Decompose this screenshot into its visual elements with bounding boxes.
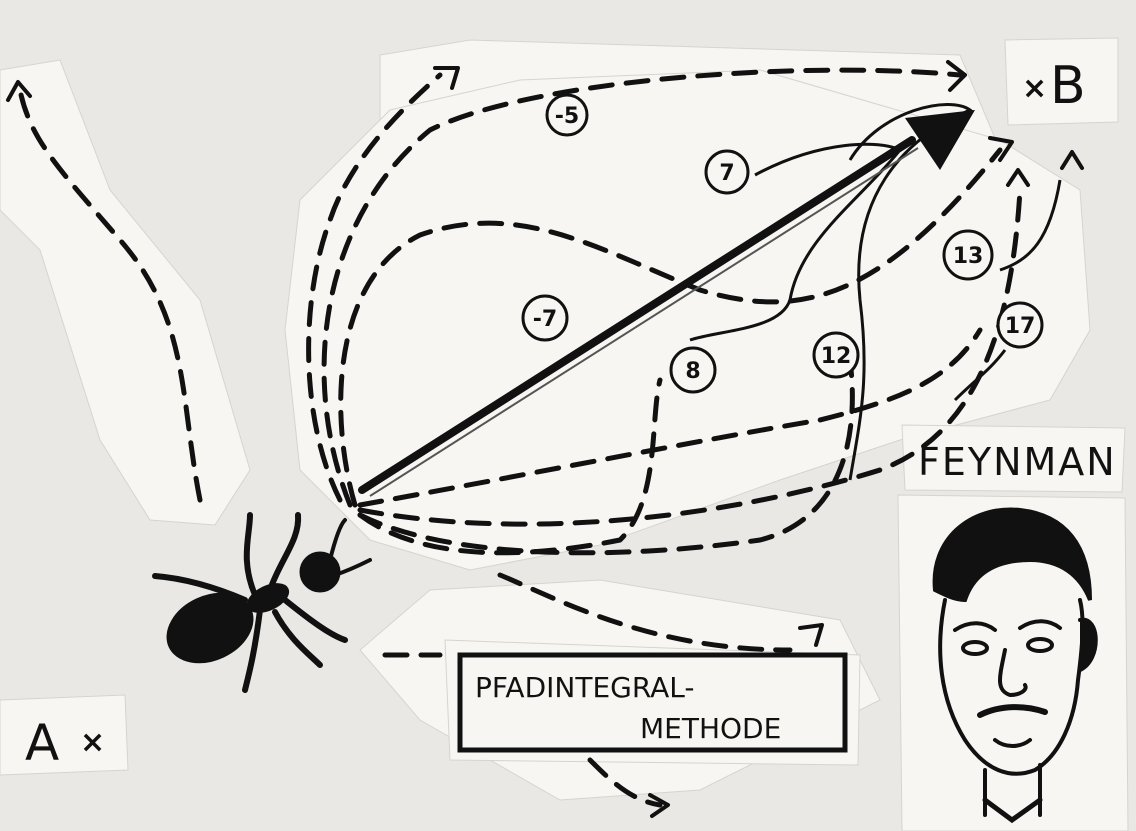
point-b-marker: × <box>1022 71 1047 106</box>
paper-pieces <box>0 38 1128 831</box>
point-a-marker: × <box>80 725 105 760</box>
paper-left-strip <box>0 60 250 525</box>
ant-abdomen <box>156 580 265 676</box>
paper-a-label <box>0 695 128 775</box>
path-number-minus5: -5 <box>555 104 579 129</box>
point-b-label: B <box>1050 56 1086 116</box>
feynman-label: FEYNMAN <box>918 440 1117 484</box>
path-number-7: 7 <box>719 161 734 186</box>
path-number-minus7: -7 <box>533 307 557 332</box>
ant-head <box>300 552 340 592</box>
method-line-2: METHODE <box>640 712 781 745</box>
arrow-head <box>1062 152 1082 168</box>
path-number-8: 8 <box>685 359 700 384</box>
method-line-1: PFADINTEGRAL- <box>475 671 695 704</box>
point-a-label: A <box>25 714 59 772</box>
path-number-17: 17 <box>1005 314 1036 339</box>
ant-drawing <box>155 515 370 690</box>
path-number-12: 12 <box>821 344 852 369</box>
path-number-13: 13 <box>953 244 984 269</box>
